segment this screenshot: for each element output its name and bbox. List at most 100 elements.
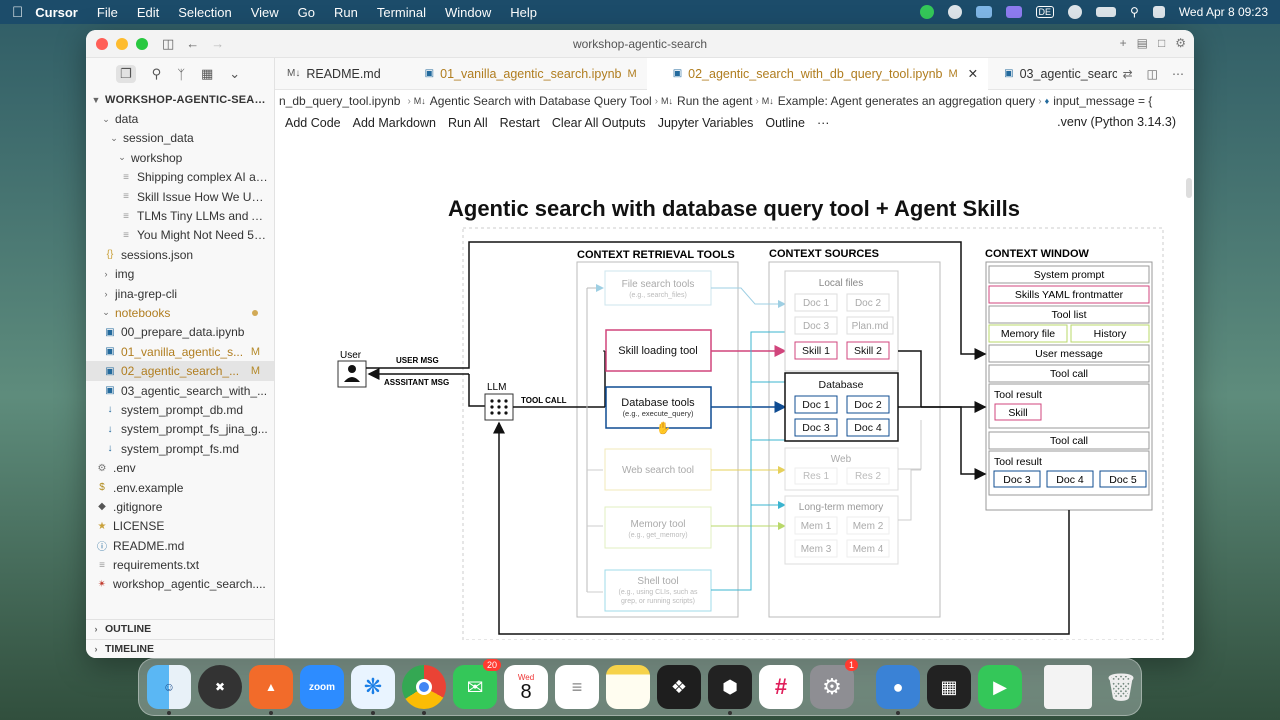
add-code-button[interactable]: Add Code: [285, 116, 341, 130]
add-markdown-button[interactable]: Add Markdown: [352, 116, 436, 130]
messages-icon[interactable]: ✉20: [453, 659, 501, 709]
breadcrumb-item[interactable]: Run the agent: [677, 94, 753, 108]
chrome-icon[interactable]: [402, 665, 446, 715]
settings-gear-icon[interactable]: ⚙: [1175, 36, 1186, 50]
finder-icon[interactable]: ☺: [147, 665, 191, 715]
outline-panel[interactable]: › OUTLINE: [86, 619, 274, 638]
tree-file[interactable]: ★ LICENSE: [86, 517, 274, 536]
menu-terminal[interactable]: Terminal: [365, 4, 426, 20]
tree-file[interactable]: ≡ Shipping complex AI ap...: [86, 168, 274, 187]
notes-icon[interactable]: [606, 665, 650, 709]
brightness-icon[interactable]: [975, 6, 992, 18]
trash-icon[interactable]: 🗑: [1104, 671, 1138, 702]
search-icon[interactable]: ⚲: [1130, 5, 1139, 19]
keyboard-layout[interactable]: DE: [1035, 6, 1055, 18]
facetime-icon[interactable]: ▶: [978, 665, 1022, 709]
menu-run[interactable]: Run: [322, 4, 358, 20]
tree-file[interactable]: ↓ system_prompt_fs_jina_g...: [86, 420, 274, 439]
menu-selection[interactable]: Selection: [166, 4, 231, 20]
explorer-files-icon[interactable]: ❐: [116, 65, 136, 83]
scrollbar[interactable]: [1186, 178, 1192, 198]
menu-window[interactable]: Window: [433, 4, 491, 20]
menu-app-name[interactable]: Cursor: [24, 4, 78, 20]
figma-icon[interactable]: ❖: [657, 665, 701, 709]
reminders-icon[interactable]: ≡: [555, 665, 599, 709]
breadcrumb-item[interactable]: n_db_query_tool.ipynb: [279, 94, 401, 108]
tree-file[interactable]: $ .env.example: [86, 478, 274, 497]
more-actions-button[interactable]: ···: [816, 116, 830, 130]
chat-icon[interactable]: □: [1157, 36, 1166, 50]
tree-folder-data[interactable]: ⌄ data: [86, 109, 274, 128]
kernel-picker[interactable]: .venv (Python 3.14.3): [1057, 115, 1176, 129]
search-icon[interactable]: ⚲: [151, 66, 162, 81]
tree-file[interactable]: ⓘ README.md: [86, 536, 274, 555]
tree-file[interactable]: ≡ requirements.txt: [86, 555, 274, 574]
breadcrumb-item[interactable]: Agentic Search with Database Query Tool: [429, 94, 652, 108]
safari-icon[interactable]: ❋: [351, 665, 395, 715]
run-all-button[interactable]: Run All: [447, 116, 488, 130]
tree-folder-img[interactable]: › img: [86, 265, 274, 284]
tree-folder-jina-grep-cli[interactable]: › jina-grep-cli: [86, 284, 274, 303]
explorer-root[interactable]: ▼ WORKSHOP-AGENTIC-SEARCH: [86, 90, 274, 109]
tab-readme[interactable]: M↓ README.md: [275, 58, 391, 90]
clear-outputs-button[interactable]: Clear All Outputs: [551, 116, 646, 130]
tree-folder-notebooks[interactable]: ⌄ notebooks: [86, 303, 274, 322]
mission-control-icon[interactable]: ✖: [198, 665, 242, 709]
system-settings-icon[interactable]: ⚙1: [810, 659, 858, 709]
zoom-window-button[interactable]: [136, 37, 148, 50]
menu-view[interactable]: View: [239, 4, 279, 20]
tree-file[interactable]: ≡ You Might Not Need 50 ...: [86, 226, 274, 245]
focus-icon[interactable]: [947, 5, 962, 19]
back-arrow-icon[interactable]: ←: [186, 35, 200, 51]
tree-file[interactable]: ≡ Skill Issue How We Use...: [86, 187, 274, 206]
tree-file[interactable]: {} sessions.json: [86, 245, 274, 264]
downloads-stack-icon[interactable]: [1044, 665, 1092, 709]
battery-icon[interactable]: [1096, 7, 1117, 17]
more-icon[interactable]: ⋯: [1172, 67, 1184, 81]
toggle-sidebar-icon[interactable]: ◫: [162, 35, 175, 51]
plus-icon[interactable]: +: [1119, 36, 1127, 50]
clock[interactable]: Wed Apr 8 09:23: [1178, 5, 1268, 19]
tree-file[interactable]: ↓ system_prompt_db.md: [86, 400, 274, 419]
tree-file[interactable]: ≡ TLMs Tiny LLMs and Ag...: [86, 206, 274, 225]
apple-icon[interactable]: : [12, 4, 23, 21]
chevron-down-icon[interactable]: ⌄: [229, 66, 241, 81]
control-center-icon[interactable]: [1152, 6, 1165, 18]
slack-icon[interactable]: #: [759, 665, 803, 709]
layout-icon[interactable]: ▤: [1136, 36, 1148, 50]
extensions-icon[interactable]: ▦: [201, 66, 214, 81]
minimize-window-button[interactable]: [116, 37, 128, 50]
timeline-panel[interactable]: › TIMELINE: [86, 638, 274, 658]
zoom-app-icon[interactable]: zoom: [300, 665, 344, 709]
outline-button[interactable]: Outline: [765, 116, 805, 130]
tree-file-selected[interactable]: ▣ 02_agentic_search_... M: [86, 361, 274, 381]
preview-app-icon[interactable]: ●: [876, 665, 920, 715]
tree-file[interactable]: ⚙ .env: [86, 458, 274, 477]
tree-file[interactable]: ↓ system_prompt_fs.md: [86, 439, 274, 458]
tree-file[interactable]: ◆ .gitignore: [86, 497, 274, 516]
restart-button[interactable]: Restart: [499, 116, 540, 130]
close-window-button[interactable]: [96, 37, 108, 50]
forward-arrow-icon[interactable]: →: [211, 35, 225, 51]
cube-app-icon[interactable]: ⬢: [708, 665, 752, 715]
tree-file[interactable]: ✴ workshop_agentic_search....: [86, 575, 274, 594]
wifi-icon[interactable]: [1068, 5, 1083, 19]
menu-go[interactable]: Go: [286, 4, 315, 20]
tab-02-db-query[interactable]: ▣ 02_agentic_search_with_db_query_tool.i…: [646, 57, 989, 90]
breadcrumb-item[interactable]: input_message = {: [1053, 94, 1153, 108]
app-grid-icon[interactable]: ▦: [927, 665, 971, 709]
tree-file[interactable]: ▣ 00_prepare_data.ipynb: [86, 323, 274, 342]
app-launcher-icon[interactable]: ▲: [249, 665, 293, 715]
compare-icon[interactable]: ⇄: [1122, 67, 1133, 81]
menu-file[interactable]: File: [85, 4, 118, 20]
tree-folder-session-data[interactable]: ⌄ session_data: [86, 129, 274, 148]
close-icon[interactable]: ✕: [967, 67, 979, 81]
menu-edit[interactable]: Edit: [125, 4, 159, 20]
tree-file[interactable]: ▣ 01_vanilla_agentic_s... M: [86, 342, 274, 361]
split-editor-icon[interactable]: ◫: [1146, 67, 1158, 81]
source-control-icon[interactable]: ᛉ: [177, 66, 185, 82]
menu-help[interactable]: Help: [499, 4, 537, 20]
tree-folder-workshop[interactable]: ⌄ workshop: [86, 148, 274, 167]
breadcrumb-item[interactable]: Example: Agent generates an aggregation …: [777, 94, 1036, 108]
